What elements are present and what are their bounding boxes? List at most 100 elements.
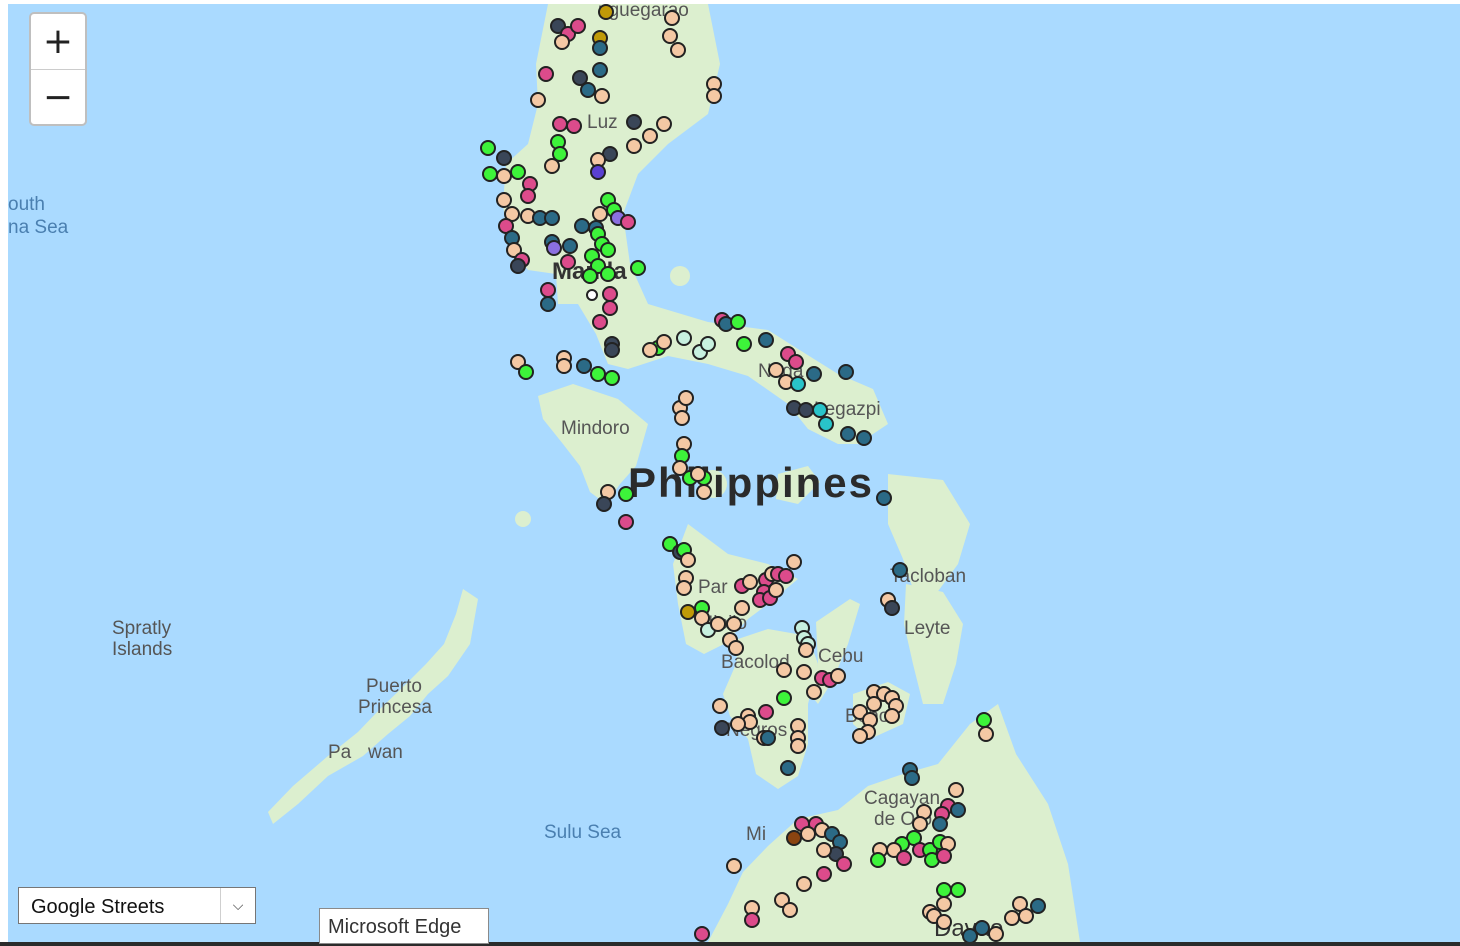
map-marker[interactable] — [570, 18, 586, 34]
map-marker[interactable] — [856, 430, 872, 446]
map-marker[interactable] — [674, 410, 690, 426]
map-marker[interactable] — [730, 716, 746, 732]
map-marker[interactable] — [710, 616, 726, 632]
map-marker[interactable] — [896, 850, 912, 866]
map-marker[interactable] — [656, 116, 672, 132]
map-marker[interactable] — [780, 760, 796, 776]
map-marker[interactable] — [600, 242, 616, 258]
map-marker[interactable] — [544, 210, 560, 226]
map-marker[interactable] — [1030, 898, 1046, 914]
map-marker[interactable] — [892, 562, 908, 578]
map-marker[interactable] — [798, 642, 814, 658]
map-marker[interactable] — [630, 260, 646, 276]
map-marker[interactable] — [790, 738, 806, 754]
zoom-out-button[interactable]: − — [31, 69, 85, 125]
map-marker[interactable] — [948, 782, 964, 798]
map-marker[interactable] — [812, 402, 828, 418]
map-marker[interactable] — [554, 34, 570, 50]
map-marker[interactable] — [574, 218, 590, 234]
map-marker[interactable] — [714, 720, 730, 736]
map-marker[interactable] — [768, 362, 784, 378]
map-marker[interactable] — [676, 330, 692, 346]
map-marker[interactable] — [796, 876, 812, 892]
map-marker[interactable] — [806, 684, 822, 700]
marker-layer[interactable] — [480, 4, 1046, 942]
map-marker[interactable] — [782, 902, 798, 918]
map-marker[interactable] — [530, 92, 546, 108]
map-marker[interactable] — [678, 390, 694, 406]
map-marker[interactable] — [884, 708, 900, 724]
map-marker[interactable] — [602, 300, 618, 316]
map-marker[interactable] — [696, 484, 712, 500]
map-marker[interactable] — [694, 926, 710, 942]
map-marker[interactable] — [932, 816, 948, 832]
map-marker[interactable] — [976, 712, 992, 728]
map-marker[interactable] — [592, 206, 608, 222]
map-marker[interactable] — [670, 42, 686, 58]
map-marker[interactable] — [662, 28, 678, 44]
map-marker[interactable] — [582, 268, 598, 284]
map-marker[interactable] — [496, 168, 512, 184]
map-marker[interactable] — [626, 138, 642, 154]
map-marker[interactable] — [870, 852, 886, 868]
map-marker[interactable] — [712, 698, 728, 714]
map-marker[interactable] — [642, 342, 658, 358]
map-marker[interactable] — [816, 866, 832, 882]
map-marker[interactable] — [726, 858, 742, 874]
map-marker[interactable] — [676, 580, 692, 596]
map-marker[interactable] — [1018, 908, 1034, 924]
map-marker[interactable] — [626, 114, 642, 130]
map-marker[interactable] — [592, 40, 608, 56]
map-marker[interactable] — [664, 10, 680, 26]
map-marker[interactable] — [480, 140, 496, 156]
map-marker[interactable] — [950, 882, 966, 898]
map-marker[interactable] — [866, 696, 882, 712]
map-canvas[interactable]: outh na Sea Sulu Sea Spratly Islands Min… — [8, 4, 1460, 942]
map-marker[interactable] — [786, 830, 802, 846]
map-marker[interactable] — [818, 416, 834, 432]
map-marker[interactable] — [672, 460, 688, 476]
map-marker[interactable] — [1004, 910, 1020, 926]
map-marker[interactable] — [936, 848, 952, 864]
map-marker[interactable] — [592, 62, 608, 78]
map-marker[interactable] — [728, 640, 744, 656]
chevron-down-icon[interactable]: ⌵ — [220, 888, 255, 923]
map-marker[interactable] — [562, 238, 578, 254]
map-marker[interactable] — [618, 486, 634, 502]
map-marker[interactable] — [884, 600, 900, 616]
map-marker[interactable] — [760, 730, 776, 746]
map-marker[interactable] — [936, 882, 952, 898]
map-marker[interactable] — [590, 164, 606, 180]
map-marker[interactable] — [838, 364, 854, 380]
zoom-in-button[interactable]: + — [42, 21, 74, 62]
map-marker[interactable] — [950, 802, 966, 818]
map-marker[interactable] — [544, 158, 560, 174]
map-marker[interactable] — [852, 728, 868, 744]
map-marker[interactable] — [730, 314, 746, 330]
map-marker[interactable] — [790, 376, 806, 392]
map-marker[interactable] — [552, 146, 568, 162]
map-marker[interactable] — [830, 668, 846, 684]
map-marker[interactable] — [768, 582, 784, 598]
map-marker[interactable] — [786, 554, 802, 570]
map-marker[interactable] — [800, 826, 816, 842]
map-layer[interactable]: outh na Sea Sulu Sea Spratly Islands Min… — [8, 4, 1460, 942]
map-marker[interactable] — [598, 4, 614, 20]
map-marker[interactable] — [496, 192, 512, 208]
map-marker[interactable] — [540, 282, 556, 298]
map-marker[interactable] — [758, 332, 774, 348]
map-marker[interactable] — [592, 314, 608, 330]
map-marker[interactable] — [706, 88, 722, 104]
map-marker[interactable] — [590, 366, 606, 382]
map-marker[interactable] — [690, 466, 706, 482]
map-marker[interactable] — [700, 336, 716, 352]
map-marker[interactable] — [840, 426, 856, 442]
map-marker[interactable] — [876, 490, 892, 506]
map-marker[interactable] — [510, 164, 526, 180]
map-marker[interactable] — [572, 70, 588, 86]
map-marker[interactable] — [788, 354, 804, 370]
map-marker[interactable] — [776, 662, 792, 678]
map-marker[interactable] — [978, 726, 994, 742]
map-marker[interactable] — [520, 188, 536, 204]
map-marker[interactable] — [602, 286, 618, 302]
